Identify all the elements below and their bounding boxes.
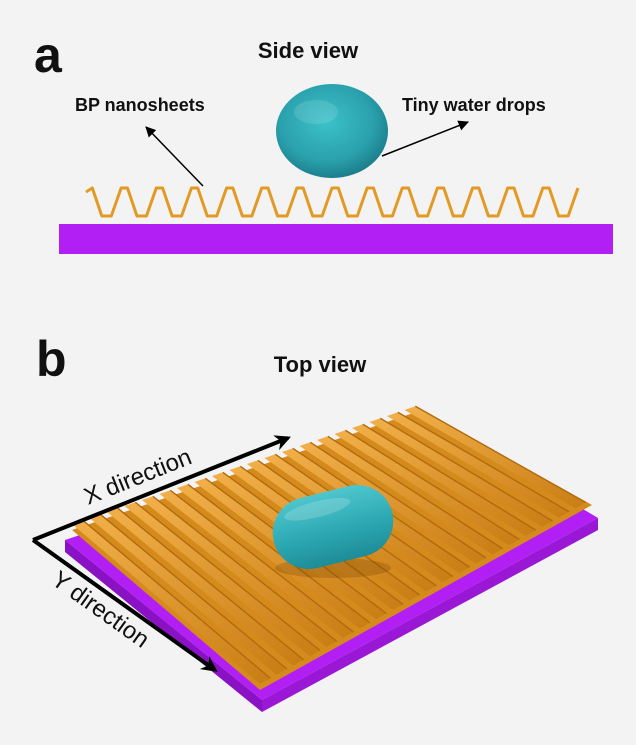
- arrow-bp-nanosheets: [145, 126, 204, 187]
- nanosheet-ridge-groove: [169, 489, 354, 633]
- nanosheet-ridge-groove: [309, 441, 487, 559]
- side-nanosheet-wave: [85, 186, 580, 218]
- nanosheet-ridge: [159, 490, 354, 638]
- nanosheet-ridge: [107, 508, 304, 666]
- nanosheet-ridge-groove: [344, 429, 520, 541]
- top-substrate-front-side: [262, 518, 598, 712]
- panel-b-title: Top view: [274, 352, 367, 377]
- nanosheet-ridge-groove: [362, 423, 537, 531]
- nanosheet-ridge: [72, 520, 271, 684]
- nanosheet-ridge: [387, 412, 570, 518]
- nanosheet-ridge-groove: [117, 507, 304, 661]
- nanosheet-ridge-groove: [415, 405, 587, 504]
- nanosheet-ridge-groove: [397, 411, 570, 513]
- label-bp-nanosheets: BP nanosheets: [75, 95, 205, 115]
- x-direction-arrow: [32, 435, 291, 542]
- side-substrate: [59, 224, 613, 254]
- side-water-drop: [276, 84, 388, 178]
- nanosheet-ridge-groove: [134, 501, 321, 652]
- panel-a-title: Side view: [258, 38, 359, 63]
- nanosheet-ridge-groove: [187, 483, 371, 624]
- nanosheet-ridge: [369, 418, 553, 527]
- panel-b-letter: b: [36, 331, 67, 387]
- nanosheet-ridge: [142, 496, 337, 647]
- nanosheet-ridge: [299, 442, 487, 564]
- nanosheet-ridge-groove: [327, 435, 504, 550]
- side-drop-highlight: [294, 100, 338, 124]
- panel-a-letter: a: [34, 27, 63, 83]
- nanosheet-ridge-groove: [152, 495, 338, 642]
- top-water-drop: [272, 484, 394, 570]
- nanosheet-ridge: [317, 436, 503, 555]
- top-nanosheet-ridges: [72, 405, 587, 684]
- label-water-drops: Tiny water drops: [402, 95, 546, 115]
- nanosheet-ridge-groove: [82, 519, 271, 679]
- nanosheet-ridge: [177, 484, 370, 629]
- nanosheet-ridge: [404, 406, 586, 509]
- nanosheet-ridge-groove: [99, 513, 288, 670]
- nanosheet-ridge: [352, 424, 536, 536]
- nanosheet-ridge: [334, 430, 520, 546]
- nanosheet-ridge: [124, 502, 321, 657]
- arrow-water-drops: [381, 120, 469, 157]
- nanosheet-ridge: [89, 514, 287, 675]
- y-direction-arrow: [31, 538, 218, 672]
- nanosheet-ridge-groove: [379, 417, 553, 522]
